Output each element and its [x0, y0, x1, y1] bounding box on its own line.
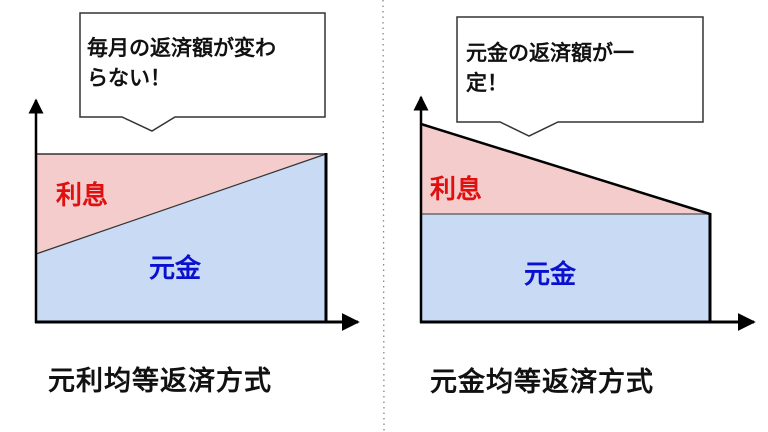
right-interest-label: 利息	[430, 175, 483, 205]
left-chart	[28, 98, 360, 331]
right-callout-line-2: 定！	[466, 71, 508, 95]
right-callout-text: 元金の返済額が一 定！	[466, 38, 696, 98]
right-chart	[413, 95, 756, 331]
left-method-title: 元利均等返済方式	[48, 366, 272, 397]
left-callout-line-1: 毎月の返済額が変わ	[87, 36, 276, 60]
left-principal-area	[36, 154, 326, 322]
left-interest-label: 利息	[56, 181, 109, 211]
right-callout-bubble	[456, 16, 704, 137]
right-principal-area	[421, 214, 710, 322]
left-split-line	[35, 153, 327, 255]
right-total-line	[420, 122, 711, 216]
right-callout-line-1: 元金の返済額が一	[466, 41, 634, 65]
left-callout-line-2: らない！	[87, 66, 171, 90]
right-principal-label: 元金	[524, 260, 577, 290]
left-principal-label: 元金	[149, 254, 202, 284]
left-callout-text: 毎月の返済額が変わ らない！	[87, 33, 319, 93]
right-method-title: 元金均等返済方式	[430, 367, 654, 398]
left-callout-bubble	[79, 12, 326, 132]
panel-divider	[382, 0, 385, 432]
